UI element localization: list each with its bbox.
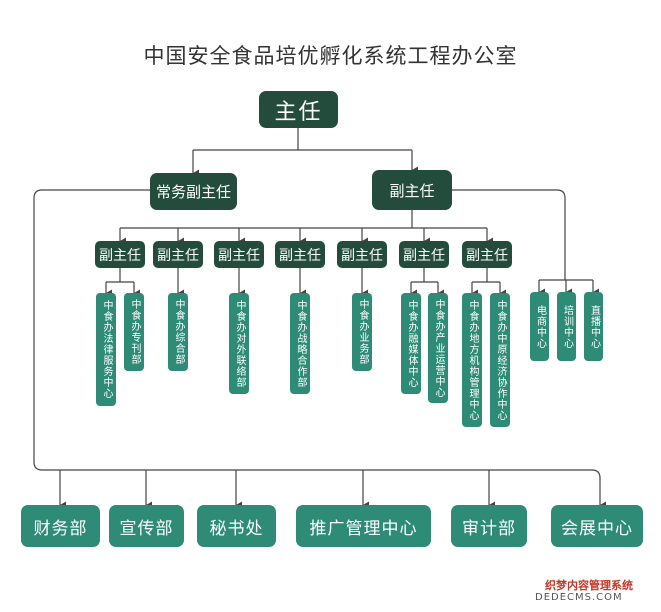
deputy-node: 副主任 (275, 241, 325, 268)
live-streaming-center-node: 直播中心 (584, 292, 603, 361)
deputy-node: 副主任 (399, 241, 449, 268)
deputy-node: 副主任 (214, 241, 264, 268)
industry-operation-center-node: 中食办产业运营中心 (428, 293, 448, 403)
local-agency-mgmt-center-node: 中食办地方机构管理中心 (462, 293, 482, 427)
watermark-url: DEDECMS.COM (535, 592, 623, 603)
deputy-node: 副主任 (337, 241, 387, 268)
publicity-dept-node: 宣传部 (109, 505, 184, 547)
watermark-text: 织梦内容管理系统 (545, 579, 633, 592)
central-plains-cooperation-center-node: 中食办中原经济协作中心 (490, 293, 510, 427)
promotion-management-center-node: 推广管理中心 (296, 505, 431, 547)
deputy-director-node: 副主任 (372, 170, 452, 210)
ecommerce-center-node: 电商中心 (530, 292, 549, 361)
secretariat-node: 秘书处 (197, 505, 276, 547)
deputy-node: 副主任 (462, 241, 512, 268)
general-dept-node: 中食办综合部 (168, 293, 188, 371)
finance-dept-node: 财务部 (21, 505, 100, 547)
page-title: 中国安全食品培优孵化系统工程办公室 (143, 44, 518, 68)
business-dept-node: 中食办业务部 (352, 293, 372, 371)
exec-deputy-director-node: 常务副主任 (150, 173, 237, 210)
training-center-node: 培训中心 (557, 292, 576, 361)
special-issue-dept-node: 中食办专刊部 (124, 293, 144, 371)
exhibition-center-node: 会展中心 (551, 505, 643, 547)
strategic-cooperation-dept-node: 中食办战略合作部 (290, 293, 310, 394)
media-center-node: 中食办融媒体中心 (401, 293, 421, 394)
legal-service-center-node: 中食办法律服务中心 (96, 293, 116, 406)
deputy-node: 副主任 (95, 241, 145, 268)
audit-dept-node: 审计部 (451, 505, 527, 547)
external-liaison-dept-node: 中食办对外联络部 (229, 293, 249, 394)
director-node: 主任 (259, 91, 338, 128)
deputy-node: 副主任 (153, 241, 203, 268)
